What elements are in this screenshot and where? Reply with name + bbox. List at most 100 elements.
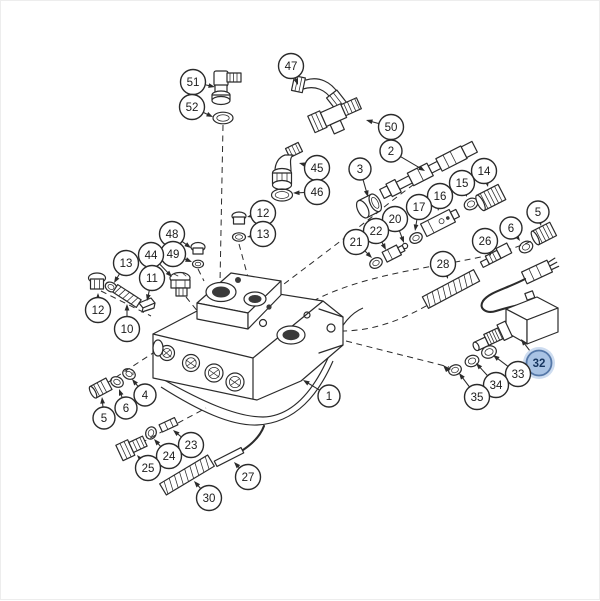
callout-arrowhead — [119, 389, 124, 396]
callout-number: 50 — [385, 122, 398, 134]
callout-number: 6 — [508, 223, 514, 235]
callout-13[interactable]: 13 — [114, 251, 139, 284]
callout-arrowhead — [293, 190, 300, 195]
callout-arrowhead — [125, 304, 130, 311]
part-6-o-ring-bottom — [109, 375, 125, 390]
callout-number: 28 — [437, 259, 450, 271]
part-5-threaded-plug-bottom — [88, 378, 112, 399]
part-12-plug-top — [232, 212, 246, 224]
callout-5[interactable]: 5 — [527, 201, 549, 226]
callout-arrowhead — [381, 243, 386, 250]
callout-number: 47 — [285, 61, 298, 73]
callout-28[interactable]: 28 — [431, 252, 456, 280]
part-13-o-ring-top — [233, 233, 246, 241]
part-22-fitting — [382, 243, 406, 262]
part-17-o-ring — [408, 231, 424, 246]
callout-leader — [462, 377, 470, 387]
callout-27[interactable]: 27 — [234, 462, 261, 490]
callout-arrowhead — [114, 276, 119, 283]
callout-5[interactable]: 5 — [93, 397, 115, 429]
callout-25[interactable]: 25 — [136, 455, 161, 481]
callout-15[interactable]: 15 — [450, 171, 475, 198]
callout-leader — [479, 367, 487, 376]
callout-number: 44 — [145, 250, 158, 262]
callout-51[interactable]: 51 — [181, 70, 216, 95]
callout-30[interactable]: 30 — [194, 481, 222, 511]
callout-arrowhead — [459, 373, 465, 380]
callout-50[interactable]: 50 — [366, 115, 404, 140]
callout-number: 52 — [186, 102, 199, 114]
callout-46[interactable]: 46 — [293, 180, 330, 205]
callout-number: 51 — [187, 77, 200, 89]
part-24-o-ring — [144, 425, 158, 440]
callout-number: 20 — [389, 214, 402, 226]
callout-leader — [400, 157, 420, 169]
callout-number: 15 — [456, 178, 469, 190]
callout-number: 22 — [370, 226, 383, 238]
callout-number: 2 — [388, 146, 394, 158]
callout-leader — [363, 180, 367, 193]
callout-number: 46 — [311, 187, 324, 199]
callout-arrowhead — [414, 224, 419, 231]
part-23-pin — [159, 418, 178, 432]
callout-number: 32 — [533, 358, 546, 370]
wire-connector — [522, 257, 560, 284]
part-27-push-rod — [214, 448, 243, 467]
callout-13[interactable]: 13 — [247, 222, 276, 247]
callout-arrowhead — [366, 119, 373, 124]
callout-number: 33 — [512, 369, 525, 381]
callout-2[interactable]: 2 — [380, 140, 425, 171]
callout-number: 5 — [101, 413, 107, 425]
part-5-threaded-plug-right — [530, 222, 557, 246]
part-4-retaining-ring — [121, 367, 137, 382]
callout-arrowhead — [100, 397, 105, 404]
part-28-spring — [422, 270, 479, 309]
callout-number: 30 — [203, 493, 216, 505]
callout-number: 17 — [413, 202, 426, 214]
callout-10[interactable]: 10 — [115, 304, 140, 342]
callout-number: 11 — [146, 273, 158, 285]
callout-number: 13 — [120, 258, 133, 270]
callout-number: 34 — [490, 380, 503, 392]
part-48-plug — [191, 243, 205, 255]
callout-number: 5 — [535, 207, 541, 219]
callout-arrowhead — [364, 190, 369, 197]
callout-12[interactable]: 12 — [86, 293, 111, 323]
callout-arrowhead — [206, 112, 213, 117]
callout-number: 48 — [166, 229, 179, 241]
callout-14[interactable]: 14 — [472, 159, 497, 188]
part-10-spring — [113, 285, 141, 308]
callout-number: 12 — [257, 208, 270, 220]
callout-number: 45 — [311, 163, 324, 175]
callout-number: 49 — [167, 249, 180, 261]
callout-number: 35 — [471, 392, 484, 404]
part-46-o-ring — [272, 189, 293, 201]
callout-52[interactable]: 52 — [180, 95, 214, 120]
callout-number: 6 — [123, 403, 129, 415]
callout-6[interactable]: 6 — [500, 217, 522, 241]
callout-number: 23 — [185, 440, 198, 452]
callout-arrowhead — [184, 242, 191, 248]
callout-arrowhead — [303, 380, 310, 385]
callout-number: 13 — [257, 229, 270, 241]
part-6-o-ring-right — [517, 239, 534, 255]
part-21-o-ring — [368, 256, 384, 271]
part-51-elbow-fitting — [212, 71, 241, 105]
part-45-elbow-fitting — [273, 142, 303, 189]
callout-number: 4 — [142, 390, 149, 402]
callout-number: 3 — [357, 164, 363, 176]
part-14-threaded-plug — [474, 184, 506, 211]
callout-3[interactable]: 3 — [349, 158, 371, 197]
callout-number: 12 — [92, 305, 105, 317]
callout-arrowhead — [399, 236, 404, 243]
callout-number: 10 — [121, 324, 134, 336]
callout-45[interactable]: 45 — [299, 156, 330, 181]
callout-11[interactable]: 11 — [140, 266, 165, 302]
callout-number: 21 — [350, 237, 363, 249]
part-44-switch — [170, 273, 190, 297]
callout-number: 27 — [242, 472, 255, 484]
part-12-plug-left — [89, 273, 106, 289]
part-52-o-ring — [213, 112, 233, 124]
